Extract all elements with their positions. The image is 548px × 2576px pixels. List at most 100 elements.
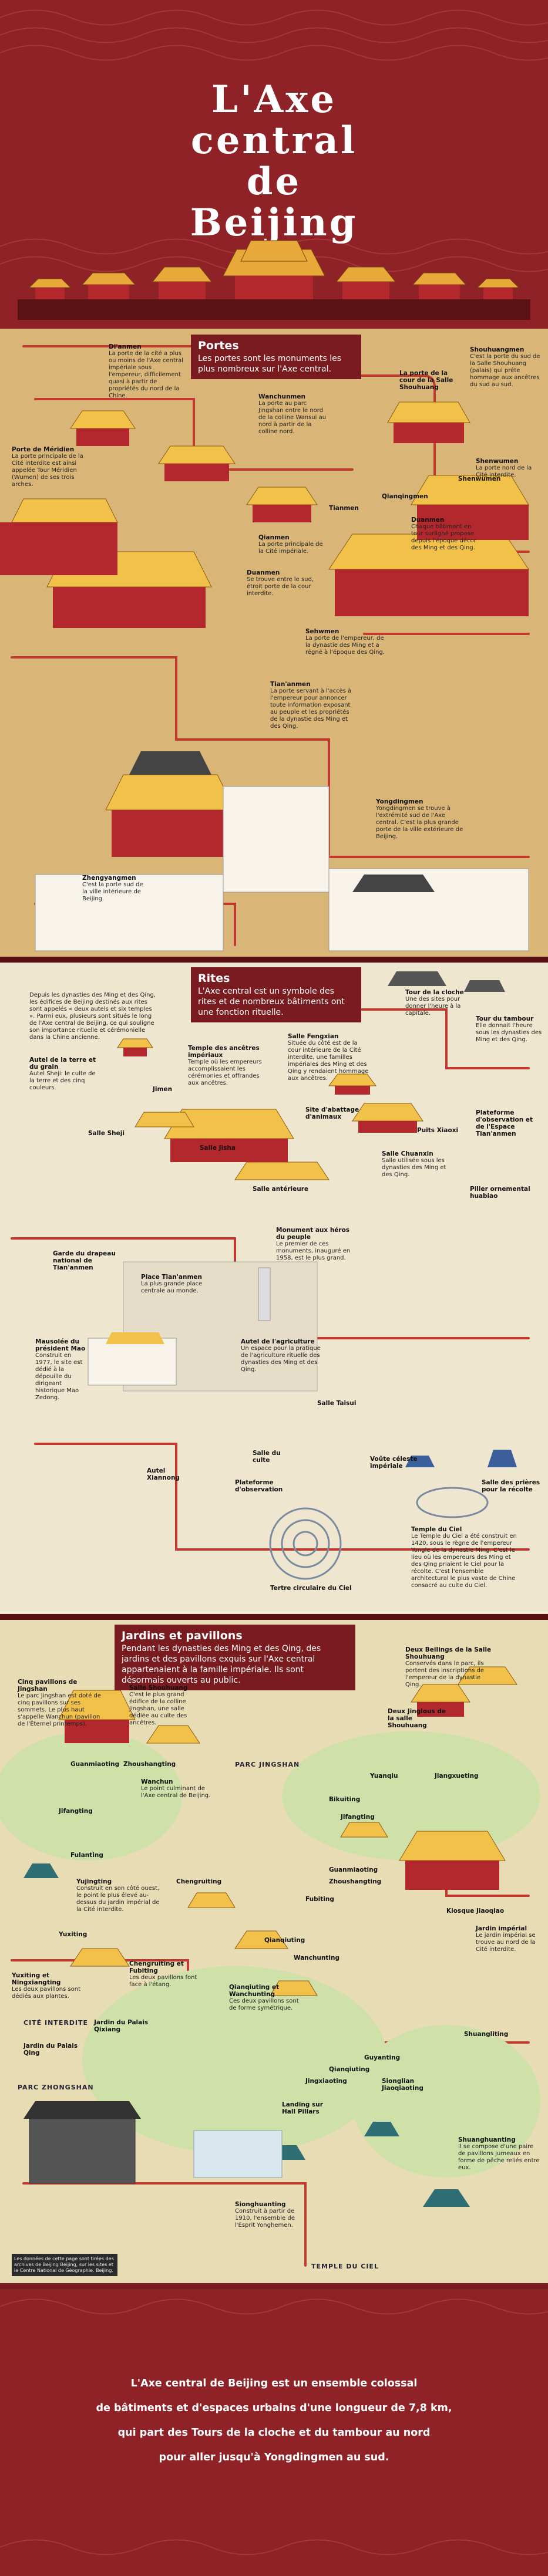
label-desc: C'est la porte du sud de la Salle Shouhu…	[470, 353, 540, 388]
label-qianqingmen: Qianqingmen	[382, 493, 441, 500]
label-title: Monument aux héros du peuple	[276, 1227, 350, 1241]
label-title: Qianqiuting	[329, 2066, 370, 2073]
label-title: Zhoushangting	[123, 1761, 176, 1768]
label-title: Tertre circulaire du Ciel	[270, 1585, 352, 1592]
label-plateforme-observation: Plateforme d'observation	[235, 1479, 300, 1493]
label-title: Qianqiuting	[264, 1937, 305, 1944]
label-desc: Construit en 1977, le site est dédié à l…	[35, 1352, 83, 1401]
label-desc: Située du côté est de la cour intérieure…	[288, 1040, 369, 1082]
section-subheading: Pendant les dynasties des Ming et des Qi…	[122, 1644, 321, 1685]
label-zhoushangting: Zhoushangting	[123, 1761, 176, 1768]
label-desc: La porte de la cité a plus ou moins de l…	[109, 350, 183, 399]
label-garde-drapeau: Garde du drapeau national de Tian'anmen	[53, 1250, 117, 1271]
footer-line: qui part des Tours de la cloche et du ta…	[117, 2427, 431, 2439]
label-desc: Temple où les empereurs accomplissaient …	[188, 1059, 262, 1086]
label-desc: Salle utilisée sous les dynasties des Mi…	[382, 1157, 446, 1178]
label-qianqiuting: Qianqiuting	[264, 1937, 317, 1944]
label-desc: Un espace pour la pratique de l'agricult…	[241, 1345, 321, 1373]
park-label-cite-interdite: CITÉ INTERDITE	[23, 2019, 89, 2027]
label-title: Shenwumen	[476, 458, 519, 465]
label-qianqiuting-2: Qianqiuting	[329, 2066, 376, 2073]
label-title: Salle Sheji	[88, 1130, 125, 1137]
label-title: Salle Shouhuang	[129, 1684, 188, 1692]
label-title: Bikuiting	[329, 1796, 361, 1803]
label-title: Deux Beilings de la Salle Shouhuang	[405, 1646, 492, 1660]
title-line: de	[246, 160, 302, 204]
label-guanmiaoting: Guanmiaoting	[70, 1761, 119, 1768]
label-title: Garde du drapeau national de Tian'anmen	[53, 1250, 116, 1271]
label-title: Salle Taisui	[317, 1400, 357, 1407]
label-jifangting: Jifangting	[59, 1808, 106, 1815]
label-plateforme-tiananmen: Plateforme d'observation et de l'Espace …	[476, 1109, 543, 1137]
label-title: Jardin du Palais Qixiang	[94, 2019, 149, 2033]
label-title: Wanchun	[141, 1778, 173, 1785]
label-zhoushangting-2: Zhoushangting	[329, 1878, 382, 1885]
label-desc: Ces deux pavillons sont de forme symétri…	[229, 1998, 299, 2011]
jardins-illustration	[0, 1666, 540, 2267]
label-site-abattage: Site d'abattage d'animaux	[305, 1106, 364, 1120]
label-desc: Le point culminant de l'Axe central de B…	[141, 1785, 211, 1799]
label-tertre-circulaire: Tertre circulaire du Ciel	[270, 1585, 352, 1592]
jardins-banner: Jardins et pavillons Pendant les dynasti…	[115, 1625, 355, 1690]
label-title: Jardin impérial	[476, 1925, 527, 1932]
label-desc: C'est le plus grand édifice de la collin…	[129, 1692, 187, 1726]
label-salle-jisha: Salle Jisha	[200, 1144, 247, 1152]
label-cour-shouhuang: La porte de la cour de la Salle Shouhuan…	[399, 370, 464, 391]
label-title: Salle des prières pour la récolte	[482, 1479, 540, 1493]
label-title: Place Tian'anmen	[141, 1274, 203, 1281]
label-desc: La plus grande place centrale au monde.	[141, 1281, 203, 1294]
section-heading: Portes	[198, 339, 239, 352]
label-salle-taisui: Salle Taisui	[317, 1400, 364, 1407]
label-salle-sheji: Salle Sheji	[88, 1130, 135, 1137]
park-label-zhongshan: PARC ZHONGSHAN	[18, 2084, 94, 2091]
label-jimen: Jimen	[153, 1086, 188, 1093]
section-divider	[0, 957, 548, 963]
label-desc: Construit en son côté ouest, le point le…	[76, 1885, 160, 1913]
label-landing-hall-pillars: Landing sur Hall Pillars	[282, 2101, 335, 2115]
source-caption: Les données de cette page sont tirées de…	[12, 2254, 117, 2276]
title-line: L'Axe	[211, 77, 337, 121]
label-title: Yongdingmen	[376, 798, 423, 805]
label-title: Jingxiaoting	[305, 2078, 347, 2085]
label-title: Mausolée du président Mao	[35, 1338, 86, 1352]
footer-line: de bâtiments et d'espaces urbains d'une …	[96, 2402, 452, 2414]
label-title: Guyanting	[364, 2054, 401, 2061]
label-fubiting: Fubiting	[305, 1896, 352, 1903]
label-desc: Il se compose d'une paire de pavillons j…	[458, 2143, 540, 2171]
label-title: Sehwmen	[305, 628, 339, 635]
label-title: Porte de Méridien	[12, 446, 75, 453]
portes-banner: Portes Les portes sont les monuments les…	[191, 335, 361, 379]
label-title: Pilier ornemental huabiao	[470, 1186, 530, 1200]
label-yuanqiu: Yuanqiu	[370, 1773, 417, 1780]
label-title: Wanchunmen	[258, 393, 305, 400]
label-title: Qianmen	[258, 534, 290, 541]
label-title: Kiosque Jiaoqiao	[446, 1907, 505, 1915]
label-shuangliting: Shuangliting	[464, 2031, 534, 2038]
footer-wave-pattern	[0, 2298, 548, 2555]
label-desc: Elle donnait l'heure sous les dynasties …	[476, 1022, 542, 1043]
label-autel-xiannong: Autel Xiannong	[147, 1467, 194, 1481]
palace-skyline-illustration	[18, 240, 530, 320]
label-desc: Les deux pavillons font face à l'étang.	[129, 1974, 197, 1988]
label-title: Tour du tambour	[476, 1015, 534, 1022]
footer-band	[0, 2289, 548, 2576]
label-yuxiting: Yuxiting	[59, 1931, 106, 1938]
label-title: Salle du culte	[253, 1450, 281, 1464]
label-desc: Chaque bâtiment en tour surligné propose…	[411, 524, 476, 551]
label-desc: Conservés dans le parc, ils portent des …	[405, 1660, 485, 1688]
label-desc: La porte au parc Jingshan entre le nord …	[258, 400, 327, 435]
